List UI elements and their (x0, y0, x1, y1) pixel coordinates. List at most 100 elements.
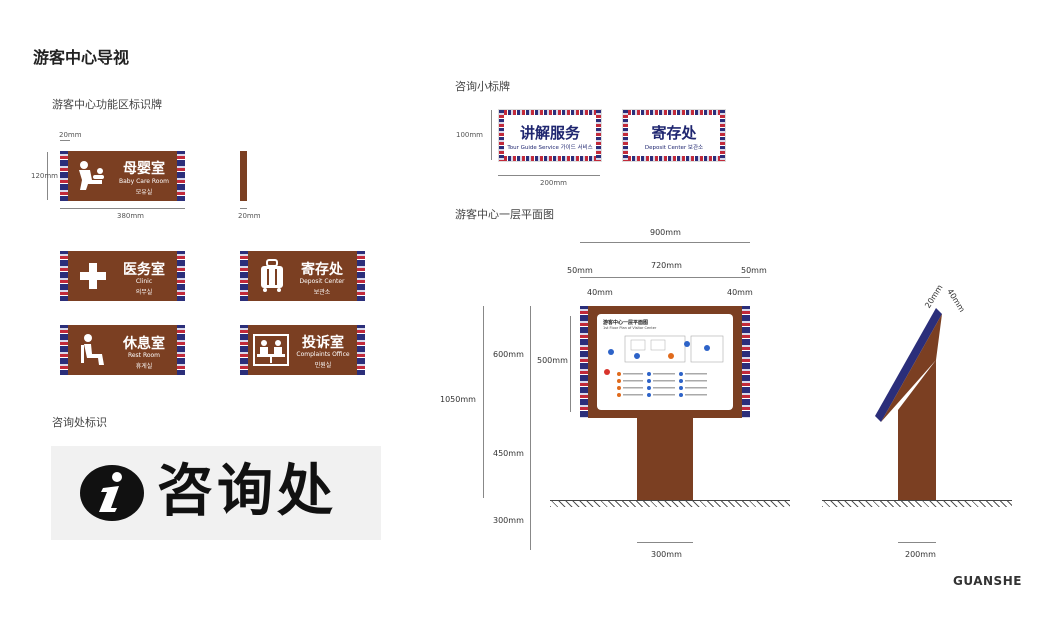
ethnic-pattern-right (177, 151, 185, 201)
ground-line (822, 500, 1012, 507)
ethnic-pattern-left (60, 325, 68, 375)
dim-line (60, 208, 185, 209)
dim-map-height: 500mm (537, 356, 568, 365)
section-function-signs: 游客中心功能区标识牌 (52, 98, 162, 111)
dim-small-width: 200mm (540, 179, 567, 187)
ethnic-pattern-left (240, 325, 248, 375)
dim-inner-width: 720mm (651, 261, 682, 270)
small-sign-en: Tour Guide Service 가이드 서비스 (507, 145, 593, 151)
dim-total-height: 1050mm (440, 395, 476, 404)
small-sign-tour-guide: 讲解服务 Tour Guide Service 가이드 서비스 (498, 109, 602, 162)
side-view-stand (875, 308, 942, 500)
ethnic-pattern-left (60, 151, 68, 201)
sign-cn: 母婴室 (123, 161, 165, 177)
dim-line (898, 542, 936, 543)
sign-cn: 投诉室 (302, 335, 344, 351)
ethnic-pattern-left (240, 251, 248, 301)
dim-line (240, 208, 247, 209)
dim-line (60, 140, 70, 141)
info-i-icon (80, 465, 144, 521)
sign-ko: 보관소 (313, 289, 331, 296)
small-sign-deposit: 寄存处 Deposit Center 보관소 (622, 109, 726, 162)
ethnic-pattern-right (357, 251, 365, 301)
sign-en: Clinic (135, 278, 153, 285)
dim-post-height: 450mm (493, 449, 524, 458)
ethnic-pattern-top (623, 110, 725, 115)
dim-base-height: 300mm (493, 516, 524, 525)
ethnic-pattern-top (499, 110, 601, 115)
small-sign-en: Deposit Center 보관소 (644, 145, 704, 151)
dim-thickness: 20mm (238, 212, 261, 220)
floor-plan-board: 游客中心一层平面图 1st Floor Plan of Visitor Cent… (580, 306, 750, 418)
sign-en: Baby Care Room (119, 178, 169, 185)
dim-line (580, 277, 750, 278)
sign-complaints: 投诉室 Complaints Office 민원실 (240, 325, 365, 375)
dim-height: 120mm (31, 172, 58, 180)
dim-post-width: 300mm (651, 550, 682, 559)
dim-line (570, 316, 571, 412)
ethnic-pattern-left (623, 110, 628, 161)
sign-en: Complaints Office (296, 351, 350, 358)
baby-care-icon (79, 161, 104, 190)
dim-total-width: 900mm (650, 228, 681, 237)
dim-line (47, 152, 48, 200)
ethnic-pattern-right (357, 325, 365, 375)
luggage-icon (261, 259, 283, 292)
dim-line (580, 242, 750, 243)
sign-ko: 모유실 (135, 189, 153, 196)
rest-seat-icon (81, 334, 104, 365)
sign-ko: 민원실 (314, 362, 332, 369)
inquiry-mark-panel: 咨询处 (51, 446, 381, 540)
sign-clinic: 医务室 Clinic 의무실 (60, 251, 185, 301)
floor-map-panel: 游客中心一层平面图 1st Floor Plan of Visitor Cent… (597, 314, 733, 410)
dim-pad-right: 40mm (727, 288, 753, 297)
dim-small-height: 100mm (456, 131, 483, 139)
dim-board-height: 600mm (493, 350, 524, 359)
inquiry-text: 咨询处 (157, 459, 337, 524)
ethnic-pattern-right (177, 325, 185, 375)
sign-rest-room: 休息室 Rest Room 휴게실 (60, 325, 185, 375)
small-sign-cn: 讲解服务 (519, 124, 580, 142)
ethnic-pattern-left (580, 306, 588, 418)
sign-ko: 휴게실 (135, 363, 153, 370)
dim-line (498, 175, 600, 176)
brand-logo: GUANSHE (953, 574, 1022, 588)
complaints-desk-icon (253, 334, 289, 366)
dim-top: 20mm (59, 131, 82, 139)
sign-cn: 医务室 (123, 262, 165, 278)
dim-width: 380mm (117, 212, 144, 220)
ethnic-pattern-left (60, 251, 68, 301)
ground-line (550, 500, 790, 507)
sign-ko: 의무실 (135, 289, 153, 296)
medical-cross-icon (80, 263, 106, 289)
dim-pad-left: 40mm (587, 288, 613, 297)
small-sign-cn: 寄存处 (651, 124, 697, 142)
sign-post (637, 418, 693, 500)
dim-margin-right: 50mm (741, 266, 767, 275)
dim-line (491, 110, 492, 160)
ethnic-pattern-right (177, 251, 185, 301)
sign-baby-care: 母婴室 Baby Care Room 모유실 (60, 151, 185, 201)
ethnic-pattern-right (720, 110, 725, 161)
sign-deposit: 寄存处 Deposit Center 보관소 (240, 251, 365, 301)
ethnic-pattern-bottom (499, 156, 601, 161)
sign-side-view (240, 151, 247, 201)
sign-en: Deposit Center (299, 278, 345, 285)
dim-line (530, 306, 531, 550)
ethnic-pattern-right (742, 306, 750, 418)
dim-line (483, 306, 484, 498)
sign-cn: 休息室 (123, 336, 165, 352)
map-subtitle: 1st Floor Plan of Visitor Center (603, 326, 657, 330)
ethnic-pattern-right (596, 110, 601, 161)
ethnic-pattern-left (499, 110, 504, 161)
map-title: 游客中心一层平面图 (603, 320, 649, 326)
floor-map-graphic (604, 335, 724, 397)
section-inquiry-mark: 咨询处标识 (52, 416, 107, 429)
dim-margin-left: 50mm (567, 266, 593, 275)
section-floor-plan: 游客中心一层平面图 (455, 208, 554, 221)
page-title: 游客中心导视 (33, 48, 130, 67)
ethnic-pattern-bottom (623, 156, 725, 161)
sign-en: Rest Room (127, 352, 161, 359)
dim-line (637, 542, 693, 543)
section-small-signs: 咨询小标牌 (455, 80, 510, 93)
